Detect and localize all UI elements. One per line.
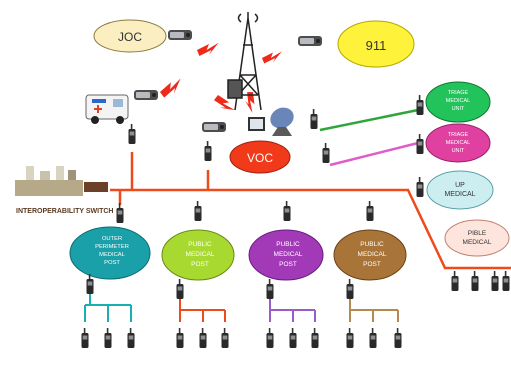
handheld-radio-icon — [266, 328, 274, 348]
handheld-radio-icon — [176, 328, 184, 348]
handheld-radio-icon — [266, 279, 274, 299]
up-medical-line-1: UP — [455, 182, 465, 189]
handheld-radio-icon — [194, 201, 202, 221]
lightning-bolts — [157, 42, 282, 117]
pible-medical-line-1: PIBLE — [468, 230, 487, 237]
outer-post-line-3: MEDICAL — [99, 252, 126, 258]
public-post-3-line-3: POST — [363, 261, 381, 268]
vehicle-radio-icon — [298, 36, 322, 46]
link-lines — [110, 108, 511, 270]
voc-label: VOC — [247, 151, 273, 165]
handheld-radio-icon — [104, 328, 112, 348]
public-post-1-line-2: MEDICAL — [186, 251, 215, 258]
outer-post-line-2: PERIMETER — [95, 244, 129, 250]
lightning-bolt-icon — [197, 42, 219, 56]
public-post-3-line-2: MEDICAL — [358, 251, 387, 258]
interoperability-switch-icon — [15, 166, 108, 196]
up-medical-node: UP MEDICAL — [426, 170, 494, 210]
outer-perimeter-post-node: OUTER PERIMETER MEDICAL POST — [69, 226, 151, 280]
voc-node: VOC — [229, 140, 291, 174]
joc-node: JOC — [93, 19, 167, 53]
handheld-radio-icon — [394, 328, 402, 348]
triage-1-line-1: TRIAGE — [448, 90, 469, 96]
vehicle-radio-icon — [134, 90, 158, 100]
public-post-1-line-1: PUBLIC — [188, 241, 212, 248]
lightning-bolt-icon — [157, 78, 185, 99]
handheld-radio-icon — [81, 328, 89, 348]
public-post-2-node: PUBLIC MEDICAL POST — [248, 229, 324, 281]
vehicle-radio-icon — [202, 122, 226, 132]
public-post-1-node: PUBLIC MEDICAL POST — [161, 229, 235, 281]
handheld-radio-icon — [199, 328, 207, 348]
public-post-3-node: PUBLIC MEDICAL POST — [333, 229, 407, 281]
handheld-radio-icon — [416, 134, 424, 154]
handheld-radio-icon — [283, 201, 291, 221]
handheld-radio-icon — [346, 279, 354, 299]
outer-post-line-1: OUTER — [102, 236, 122, 242]
handheld-radio-icon — [311, 328, 319, 348]
n911-node: 911 — [337, 20, 415, 68]
handheld-radio-icon — [289, 328, 297, 348]
handheld-radio-icon — [366, 201, 374, 221]
handheld-radio-icon — [221, 328, 229, 348]
handheld-radio-icon — [176, 279, 184, 299]
triage-unit-2-node: TRIAGE MEDICAL UNIT — [425, 123, 491, 163]
satellite-dish-icon — [270, 107, 294, 136]
handheld-radio-icon — [310, 109, 318, 129]
public-post-3-line-1: PUBLIC — [360, 241, 384, 248]
pink-link-line — [329, 141, 419, 167]
triage-2-line-3: UNIT — [452, 148, 465, 154]
purple-tree — [269, 295, 316, 322]
handheld-radio-icon — [491, 271, 499, 291]
triage-2-line-1: TRIAGE — [448, 132, 469, 138]
pible-medical-line-2: MEDICAL — [463, 239, 492, 246]
radio-tower-icon — [227, 12, 262, 111]
public-post-1-line-3: POST — [191, 261, 209, 268]
triage-2-line-2: MEDICAL — [446, 140, 470, 146]
handheld-radio-icon — [116, 203, 124, 223]
triage-unit-1-node: TRIAGE MEDICAL UNIT — [425, 81, 491, 123]
joc-label: JOC — [118, 30, 142, 44]
n911-label: 911 — [366, 38, 387, 53]
handheld-radio-icon — [451, 271, 459, 291]
handheld-radio-icon — [502, 271, 510, 291]
public-post-2-line-1: PUBLIC — [276, 241, 300, 248]
monitor-icon — [248, 117, 265, 131]
ambulance-icon — [85, 94, 129, 124]
public-post-2-line-3: POST — [279, 261, 297, 268]
handheld-radio-icon — [86, 274, 94, 294]
handheld-radio-icon — [416, 95, 424, 115]
brown-tree — [349, 295, 399, 322]
handheld-radio-icon — [369, 328, 377, 348]
handheld-radio-icon — [471, 271, 479, 291]
handheld-radio-icon — [128, 124, 136, 144]
triage-1-line-3: UNIT — [452, 106, 465, 112]
lightning-bolt-icon — [262, 51, 282, 64]
up-medical-line-2: MEDICAL — [444, 191, 475, 198]
vehicle-radio-icon — [168, 30, 192, 40]
handheld-radio-icon — [416, 177, 424, 197]
green-link-line — [319, 108, 419, 132]
handheld-radio-icon — [346, 328, 354, 348]
orange-tree — [179, 295, 226, 322]
handheld-radio-icon — [322, 143, 330, 163]
backbone-to-pible-line — [372, 188, 511, 270]
handheld-radio-icon — [127, 328, 135, 348]
public-post-2-line-2: MEDICAL — [274, 251, 303, 258]
cyan-tree — [84, 290, 132, 322]
pible-medical-node: PIBLE MEDICAL — [444, 219, 510, 257]
handheld-radio-icon — [204, 141, 212, 161]
outer-post-line-4: POST — [104, 260, 120, 266]
triage-1-line-2: MEDICAL — [446, 98, 470, 104]
interop-switch-label: INTEROPERABILITY SWITCH — [16, 208, 113, 215]
